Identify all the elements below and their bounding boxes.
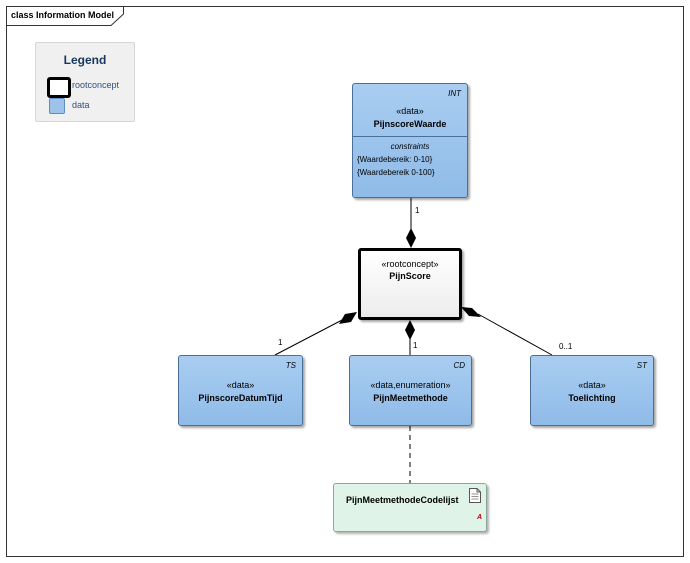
class-name: PijnScore [389,271,431,281]
legend-panel[interactable]: Legend rootconcept data [35,42,135,122]
class-name: Toelichting [568,393,616,403]
class-pijnscore-datum-tijd[interactable]: TS «data» PijnscoreDatumTijd [178,355,303,426]
class-name: PijnMeetmethodeCodelijst [346,495,459,505]
connector-datum-tijd [274,318,345,356]
legend-data-swatch [49,98,65,114]
composition-diamond-waarde [406,228,416,248]
abstract-marker: A [477,514,483,521]
stereotype-label: «rootconcept» [381,259,439,269]
stereotype-label: «data» [578,380,606,390]
multiplicity-toelichting: 0..1 [559,342,573,351]
composition-diamond-meetmethode [405,320,415,340]
legend-rootconcept-swatch [47,77,71,98]
class-toelichting[interactable]: ST «data» Toelichting [530,355,654,426]
stereotype-label: «data,enumeration» [370,380,451,390]
class-name: PijnMeetmethode [373,393,448,403]
diagram-title-tab [6,6,124,26]
class-pijn-meetmethode[interactable]: CD «data,enumeration» PijnMeetmethode [349,355,472,426]
document-icon [469,488,481,503]
composition-diamond-datum-tijd [339,312,357,324]
class-pijnscore-waarde[interactable]: INT «data» PijnscoreWaarde constraints {… [352,83,468,198]
class-pijn-meetmethode-codelijst[interactable]: PijnMeetmethodeCodelijst A [333,483,487,532]
legend-rootconcept-label: rootconcept [72,80,120,90]
class-pijnscore-root[interactable]: «rootconcept» PijnScore [358,248,462,320]
type-tag-int: INT [448,89,461,98]
constraints-compartment [353,136,467,137]
legend-title: Legend [63,53,107,67]
multiplicity-datum-tijd: 1 [278,338,283,347]
class-name: PijnscoreDatumTijd [198,393,283,403]
constraints-title: constraints [390,142,430,151]
constraint-line: {Waardebereik 0-100} [357,168,435,177]
composition-diamond-toelichting [461,307,481,317]
diagram-title: class Information Model [11,10,115,20]
connector-toelichting [477,313,553,356]
stereotype-label: «data» [226,380,255,390]
multiplicity-waarde: 1 [415,206,420,215]
type-tag-st: ST [636,361,647,370]
type-tag-cd: CD [453,361,465,370]
type-tag-ts: TS [285,361,296,370]
constraint-line: {Waardebereik: 0-10} [357,155,433,164]
stereotype-label: «data» [396,106,424,116]
multiplicity-meetmethode: 1 [413,341,418,350]
legend-data-label: data [72,100,90,110]
class-name: PijnscoreWaarde [373,119,447,129]
